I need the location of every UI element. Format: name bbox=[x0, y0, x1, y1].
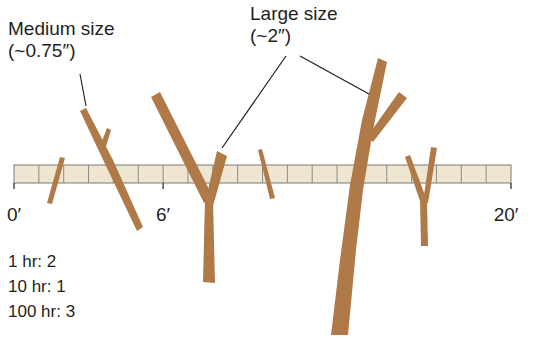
tape-tick bbox=[63, 165, 64, 183]
count-label: 100 hr: 3 bbox=[8, 302, 75, 322]
count-label: 1 hr: 2 bbox=[8, 252, 56, 272]
count-label: 10 hr: 1 bbox=[8, 277, 66, 297]
small-twig bbox=[420, 198, 428, 246]
tape-tick bbox=[386, 165, 387, 183]
medium-stick bbox=[80, 108, 143, 231]
scale-label: 0′ bbox=[7, 204, 21, 226]
tape-tick bbox=[38, 165, 39, 183]
measuring-tape bbox=[14, 165, 511, 189]
small-twig-branch bbox=[405, 155, 426, 201]
fuel-sticks bbox=[47, 58, 437, 335]
tape-tick bbox=[337, 165, 338, 183]
leader-lines bbox=[80, 56, 369, 148]
leader-line bbox=[222, 56, 286, 148]
tape-tick bbox=[88, 165, 89, 183]
scale-tick bbox=[163, 183, 164, 189]
large-stick bbox=[331, 58, 387, 335]
scale-label: 6′ bbox=[156, 204, 170, 226]
small-twig bbox=[47, 157, 65, 204]
tape-tick bbox=[287, 165, 288, 183]
size-label: Medium size (~0.75″) bbox=[8, 18, 133, 63]
small-twig bbox=[258, 149, 275, 199]
large-stick-branch bbox=[367, 92, 407, 142]
small-twig-branch bbox=[423, 147, 437, 203]
tape-tick bbox=[461, 165, 462, 183]
scale-tick bbox=[510, 183, 511, 189]
leader-line bbox=[300, 56, 369, 94]
tape-tick bbox=[436, 165, 437, 183]
scale-label: 20′ bbox=[494, 204, 519, 226]
medium-stick-branch bbox=[99, 128, 111, 153]
tape-tick bbox=[237, 165, 238, 183]
large-stick bbox=[203, 198, 215, 283]
leader-line bbox=[80, 74, 86, 106]
tape-tick bbox=[138, 165, 139, 183]
scale-tick bbox=[13, 183, 14, 189]
large-stick-branch bbox=[151, 92, 213, 203]
tape-tick bbox=[486, 165, 487, 183]
tape-tick bbox=[163, 165, 164, 183]
tape-tick bbox=[312, 165, 313, 183]
large-stick-branch bbox=[205, 151, 227, 206]
size-label: Large size (~2″) bbox=[250, 3, 360, 48]
